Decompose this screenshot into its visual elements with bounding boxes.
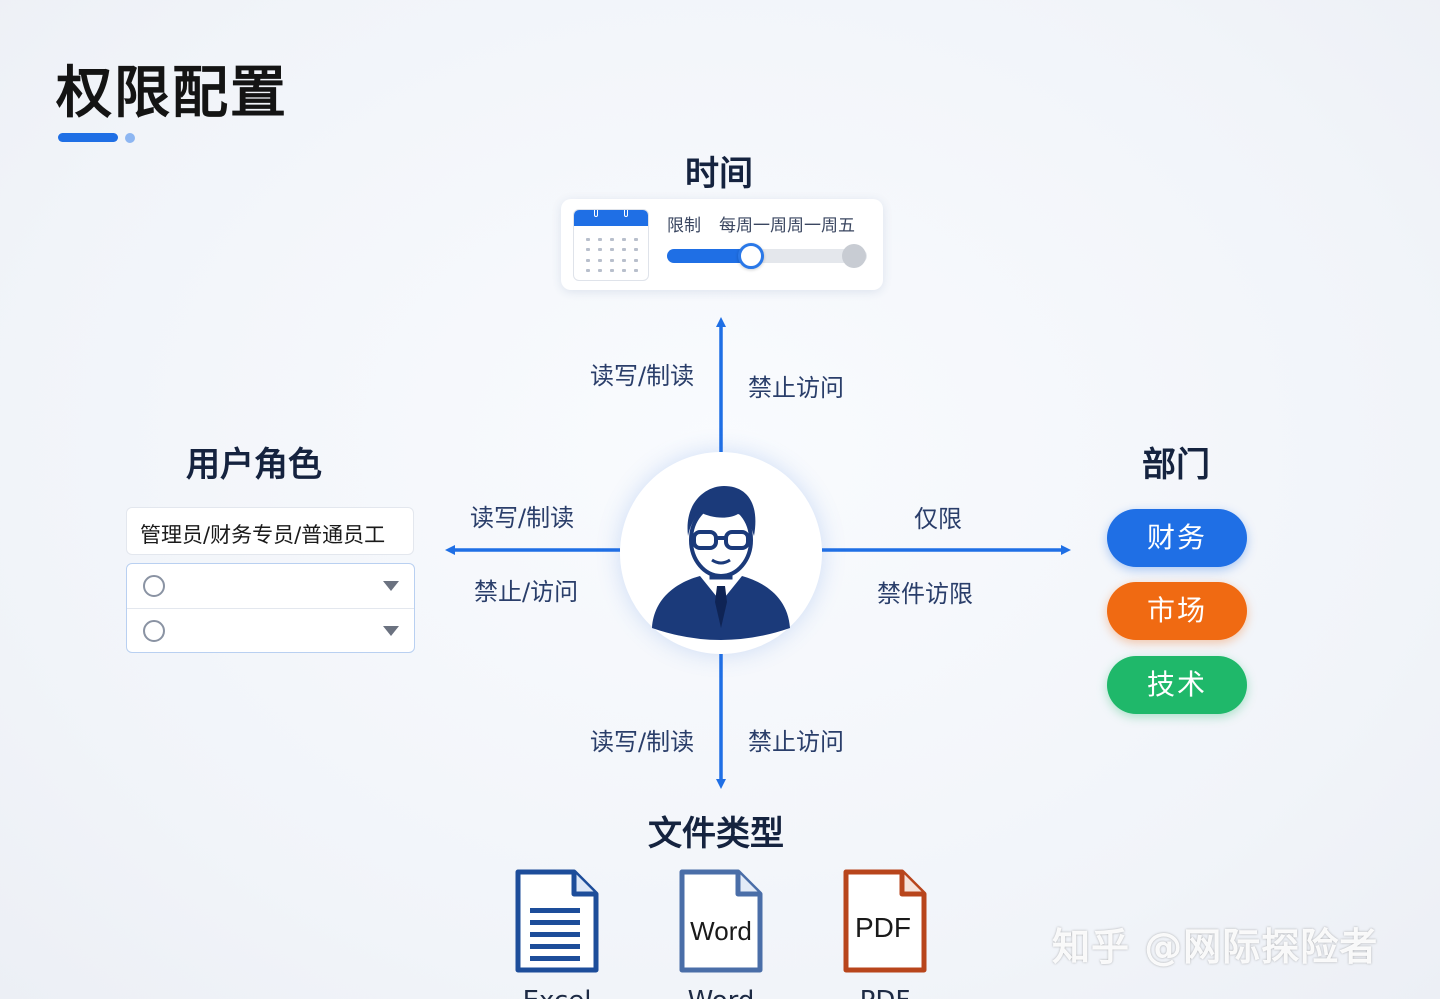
dept-marketing-button[interactable]: 市场 (1107, 582, 1247, 640)
page-title: 权限配置 (56, 61, 288, 126)
edge-label-top-right: 禁止访问 (748, 374, 844, 402)
businessman-icon (652, 486, 790, 640)
edge-label-bottom-right: 禁止访问 (748, 728, 844, 756)
department-title: 部门 (1142, 445, 1210, 485)
dept-finance-button[interactable]: 财务 (1107, 509, 1247, 567)
file-label-excel: Excel (497, 986, 617, 999)
dept-tech-button[interactable]: 技术 (1107, 656, 1247, 714)
document-icon (515, 869, 599, 973)
time-slider-fill (667, 249, 751, 263)
edge-label-top-left: 读写/制读 (590, 362, 695, 390)
file-label-pdf: PDF (825, 986, 945, 999)
edge-label-left-top: 读写/制读 (470, 504, 575, 532)
time-limit-value: 每周一周周一周五 (719, 216, 855, 236)
edge-label-bottom-left: 读写/制读 (590, 728, 695, 756)
time-slider-knob[interactable] (738, 243, 764, 269)
pdf-icon-text: PDF (855, 912, 911, 943)
pdf-file-icon (843, 869, 927, 973)
word-file-icon (679, 869, 763, 973)
word-icon-text: Word (690, 916, 752, 946)
center-user-node (620, 452, 822, 654)
title-dot (125, 133, 135, 143)
time-limit-label: 限制 (667, 216, 701, 236)
role-input[interactable]: 管理员/财务专员/普通员工 (126, 507, 414, 555)
time-card: 限制每周一周周一周五 (561, 199, 883, 290)
watermark: 知乎 @网际探险者 (1052, 925, 1379, 969)
calendar-icon (573, 209, 649, 281)
radio-icon[interactable] (143, 575, 165, 597)
time-slider-end (842, 244, 866, 268)
edge-label-left-bottom: 禁止/访问 (474, 578, 579, 606)
time-title: 时间 (685, 154, 753, 194)
edge-label-right-bottom: 禁件访限 (877, 580, 973, 608)
role-select-2[interactable] (127, 609, 414, 653)
role-select-1[interactable] (127, 564, 414, 608)
file-label-word: Word (661, 986, 781, 999)
chevron-down-icon[interactable] (383, 626, 399, 636)
edge-label-right-top: 仅限 (914, 505, 962, 533)
role-select-box (126, 563, 415, 653)
chevron-down-icon[interactable] (383, 581, 399, 591)
user-role-title: 用户角色 (186, 445, 322, 485)
file-type-title: 文件类型 (648, 814, 784, 854)
title-underline (58, 133, 118, 142)
time-limit-text: 限制每周一周周一周五 (667, 211, 855, 236)
divider (127, 608, 414, 609)
radio-icon[interactable] (143, 620, 165, 642)
